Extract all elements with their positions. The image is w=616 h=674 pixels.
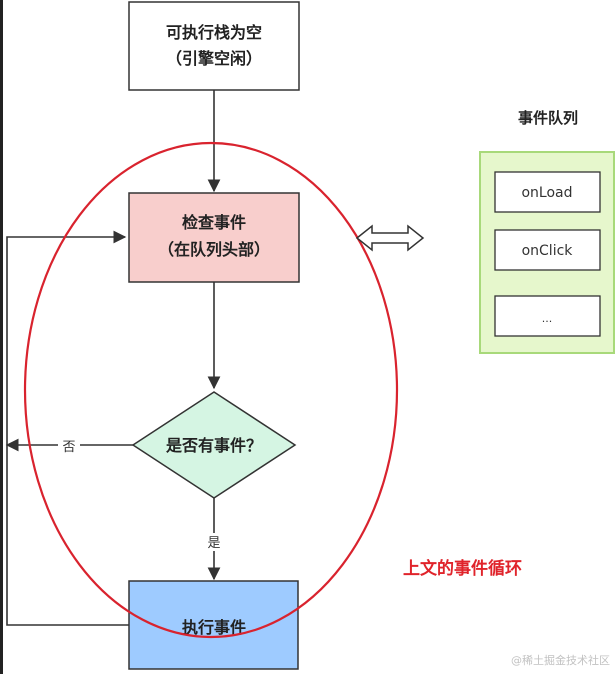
queue-item-more [494, 295, 601, 337]
left-edge-bar [0, 0, 3, 674]
check-node-line1: 检查事件 [182, 213, 246, 232]
event-loop-highlight-ellipse [23, 141, 399, 639]
start-node [128, 1, 300, 91]
event-queue-title: 事件队列 [518, 109, 578, 127]
queue-item-onclick-label: onClick [522, 243, 574, 259]
queue-item-onload-label: onLoad [521, 185, 572, 201]
queue-item-onload [494, 171, 601, 213]
no-label: 否 [62, 440, 75, 455]
check-event-node [128, 192, 300, 283]
start-node-line1: 可执行栈为空 [166, 23, 262, 42]
edge-loop-back [6, 230, 129, 626]
execute-label: 执行事件 [182, 618, 246, 637]
bidirectional-arrow-icon [355, 224, 425, 252]
yes-label: 是 [207, 536, 220, 551]
yes-label-bg [203, 533, 225, 551]
start-node-line2: （引擎空闲） [166, 49, 262, 68]
decision-label: 是否有事件？ [165, 436, 262, 455]
watermark: @稀土掘金技术社区 [511, 653, 610, 667]
queue-item-more-label: ... [542, 312, 553, 325]
caption: 上文的事件循环 [403, 558, 522, 579]
no-label-bg [58, 437, 80, 454]
queue-item-onclick [494, 229, 601, 271]
check-node-line2: （在队列头部） [158, 240, 270, 259]
